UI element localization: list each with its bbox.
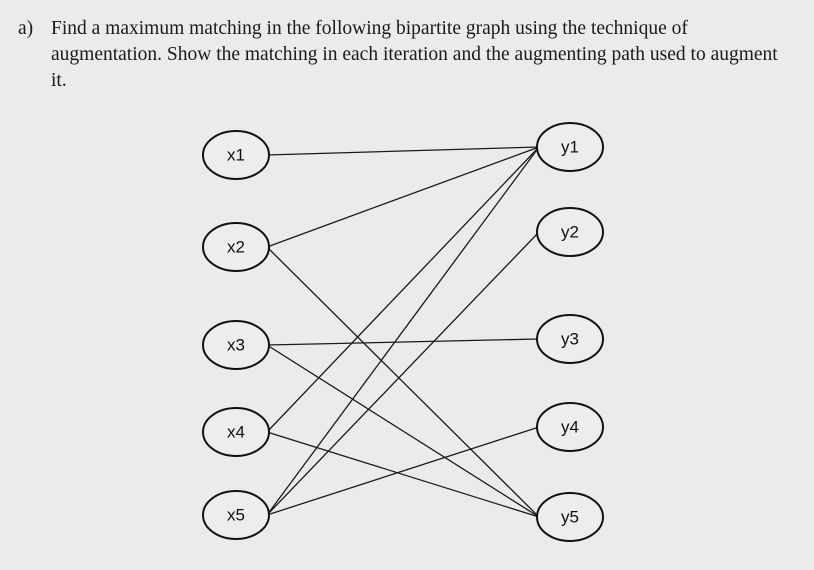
edge-x4-y1 — [266, 146, 540, 433]
edge-x5-y4 — [266, 426, 540, 516]
node-y4-ellipse — [536, 402, 604, 452]
node-x2-ellipse — [202, 222, 270, 272]
node-x4: x4 — [202, 407, 270, 457]
edge-x1-y1 — [266, 146, 540, 156]
node-x3: x3 — [202, 320, 270, 370]
node-y5: y5 — [536, 492, 604, 542]
node-x5-label: x5 — [227, 505, 245, 524]
node-y1-label: y1 — [561, 137, 579, 156]
node-x4-ellipse — [202, 407, 270, 457]
node-y1: y1 — [536, 122, 604, 172]
node-x5-ellipse — [202, 490, 270, 540]
node-x4-label: x4 — [227, 422, 245, 441]
node-x3-label: x3 — [227, 335, 245, 354]
edge-x4-y5 — [266, 431, 540, 518]
question-label: a) — [18, 18, 34, 39]
node-x2-label: x2 — [227, 237, 245, 256]
node-y2-ellipse — [536, 207, 604, 257]
node-y3: y3 — [536, 314, 604, 364]
edges-group — [266, 146, 540, 518]
node-x5: x5 — [202, 490, 270, 540]
node-y2: y2 — [536, 207, 604, 257]
node-x1-ellipse — [202, 130, 270, 180]
node-x2: x2 — [202, 222, 270, 272]
edge-x3-y5 — [266, 344, 540, 518]
question-text: Find a maximum matching in the following… — [51, 18, 778, 91]
node-y4: y4 — [536, 402, 604, 452]
node-y2-label: y2 — [561, 222, 579, 241]
node-x3-ellipse — [202, 320, 270, 370]
node-y4-label: y4 — [561, 417, 579, 436]
node-x1: x1 — [202, 130, 270, 180]
edge-x3-y3 — [266, 338, 540, 346]
nodes-group: x1 x2 x3 x4 x5 y1 y2 y3 y4 y5 — [202, 122, 604, 542]
node-y3-label: y3 — [561, 329, 579, 348]
node-x1-label: x1 — [227, 145, 245, 164]
node-y1-ellipse — [536, 122, 604, 172]
edge-x2-y1 — [266, 146, 540, 248]
edge-x5-y1 — [266, 146, 540, 516]
edge-x2-y5 — [266, 246, 540, 518]
question-block: a) Find a maximum matching in the follow… — [18, 16, 798, 94]
node-y5-label: y5 — [561, 507, 579, 526]
node-y3-ellipse — [536, 314, 604, 364]
node-y5-ellipse — [536, 492, 604, 542]
edge-x5-y2 — [266, 231, 540, 516]
